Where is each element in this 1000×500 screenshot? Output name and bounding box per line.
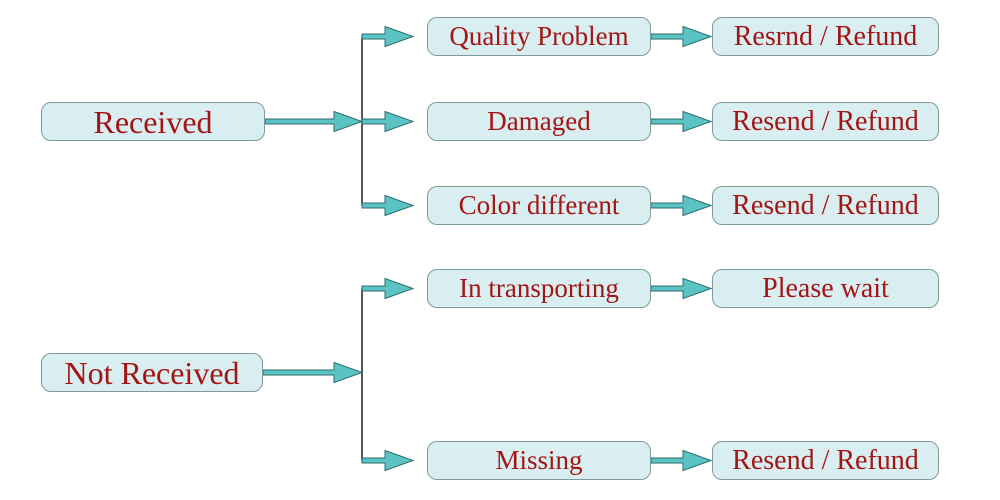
node-color-different: Color different [427, 186, 651, 225]
arrow-in-transporting-to-outcome [650, 277, 713, 300]
node-in-transporting: In transporting [427, 269, 651, 308]
node-quality-problem: Quality Problem [427, 17, 651, 56]
arrow-branch-to-damaged [361, 110, 415, 133]
node-outcome-quality-problem: Resrnd / Refund [712, 17, 939, 56]
arrow-missing-to-outcome [650, 449, 713, 472]
arrow-damaged-to-outcome [650, 110, 713, 133]
node-damaged: Damaged [427, 102, 651, 141]
arrow-branch-to-quality-problem [361, 25, 415, 48]
node-received: Received [41, 102, 265, 141]
node-outcome-in-transporting: Please wait [712, 269, 939, 308]
arrow-received-to-branch [264, 110, 364, 133]
node-outcome-missing: Resend / Refund [712, 441, 939, 480]
node-outcome-color-different: Resend / Refund [712, 186, 939, 225]
arrow-color-different-to-outcome [650, 194, 713, 217]
arrow-not-received-to-branch [262, 361, 364, 384]
node-not-received: Not Received [41, 353, 263, 392]
node-missing: Missing [427, 441, 651, 480]
arrow-branch-to-color-different [361, 194, 415, 217]
arrow-branch-to-missing [361, 449, 415, 472]
node-outcome-damaged: Resend / Refund [712, 102, 939, 141]
arrow-branch-to-in-transporting [361, 277, 415, 300]
arrow-quality-problem-to-outcome [650, 25, 713, 48]
